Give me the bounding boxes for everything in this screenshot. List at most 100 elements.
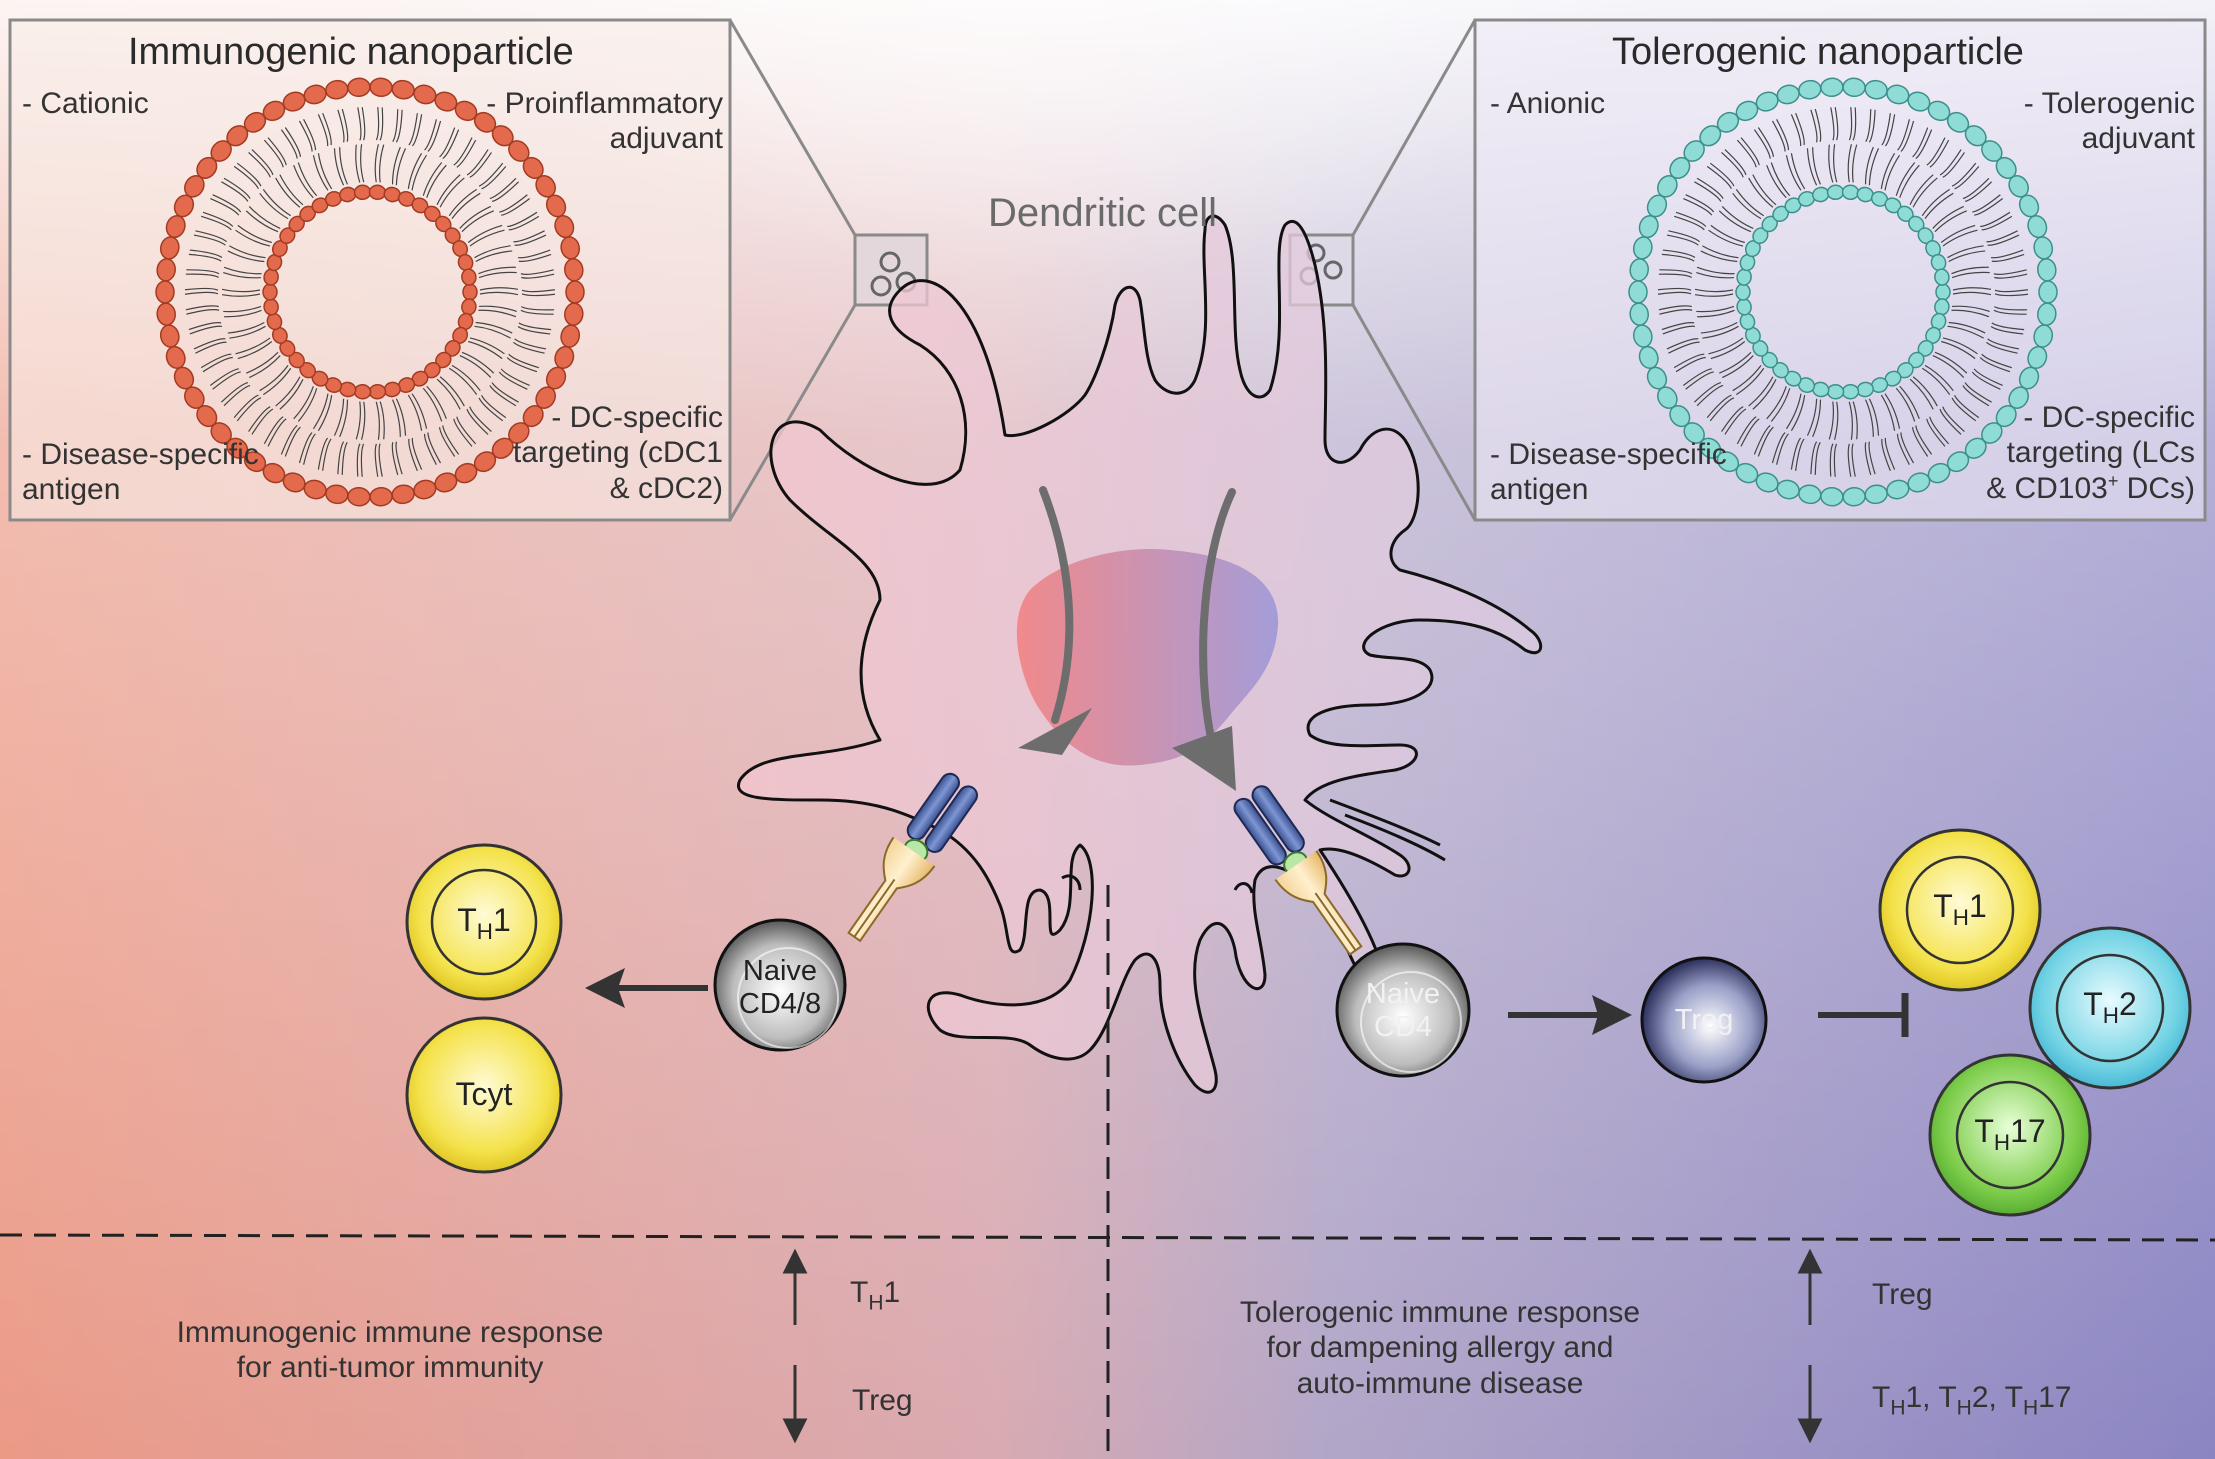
lipid-tail: [411, 393, 428, 429]
lipid-tail: [202, 211, 234, 227]
lipid-tail: [236, 397, 262, 422]
lipid-head: [1935, 283, 1951, 301]
lipid-tail: [1934, 351, 1968, 374]
lipid-tail: [1895, 162, 1916, 196]
immunogenic-outcome: Immunogenic immune response for anti-tum…: [150, 1315, 630, 1386]
lipid-tail: [422, 162, 443, 196]
lipid-tail: [189, 325, 223, 335]
lipid-tail: [1852, 107, 1857, 141]
lipid-tail: [1702, 325, 1739, 339]
lipid-tail: [1951, 309, 1990, 318]
right-down-th17-num: 17: [2038, 1381, 2072, 1414]
lipid-tail: [1851, 443, 1856, 477]
tolerogenic-liposome: [1628, 77, 2058, 507]
tolerogenic-outcome-line1: Tolerogenic immune response: [1239, 1296, 1641, 1329]
lipid-tail: [481, 394, 507, 419]
lipid-tail: [312, 393, 329, 430]
lipid-tail: [395, 109, 403, 143]
lipid-tail: [322, 438, 332, 471]
lipid-tail: [448, 367, 478, 395]
lipid-tail: [279, 174, 304, 206]
lipid-tail: [469, 229, 505, 247]
lipid-tail: [1814, 441, 1821, 475]
lipid-tail: [1912, 177, 1938, 208]
lipid-tail: [360, 443, 365, 477]
lipid-tail: [297, 162, 318, 197]
lipid-tail: [1834, 107, 1839, 141]
lipid-tail: [379, 401, 385, 440]
lipid-tail: [475, 321, 513, 334]
lipid-tail: [1735, 189, 1765, 217]
tolerogenic-title: Tolerogenic nanoparticle: [1612, 31, 2024, 73]
lipid-tail: [1790, 437, 1802, 470]
tcyt-label: Tcyt: [455, 1076, 513, 1112]
lipid-tail: [1694, 293, 1734, 297]
lipid-head: [462, 283, 478, 301]
th1-right-sub: H: [1952, 904, 1969, 930]
lipid-tail: [220, 381, 249, 403]
horizontal-divider: [0, 1233, 2215, 1242]
immunogenic-title: Immunogenic nanoparticle: [128, 31, 574, 73]
differentiation-arrow-right: [1508, 995, 1632, 1035]
lipid-tail: [1708, 229, 1744, 247]
lipid-tail: [407, 394, 423, 431]
lipid-tail: [517, 249, 551, 259]
lipid-tail: [333, 148, 345, 186]
tcyt-cell: [405, 1016, 563, 1174]
lipid-tail: [1900, 120, 1915, 152]
internalization-arrow-left: [1039, 486, 1074, 724]
lipid-tail: [1785, 155, 1802, 191]
lipid-tail: [1896, 433, 1910, 465]
lipid-tail: [422, 387, 443, 422]
lipid-tail: [1657, 287, 1692, 291]
lipid-tail: [1864, 399, 1874, 437]
lipid-tail: [1668, 341, 1700, 354]
tolerogenic-antigen-line1: - Disease-specific: [1490, 438, 1727, 471]
lipid-tail: [1909, 378, 1934, 410]
lipid-tail: [442, 425, 460, 455]
lipid-tail: [475, 250, 513, 263]
lipid-tail: [1753, 129, 1771, 159]
lipid-tail: [1709, 162, 1735, 187]
immunogenic-targeting-line1: - DC-specific: [551, 401, 723, 434]
lipid-tail: [506, 357, 538, 373]
lipid-tail: [227, 250, 265, 263]
tolerogenic-feature-adjuvant: - Tolerogenic adjuvant: [2024, 86, 2195, 157]
immunogenic-feature-cationic: - Cationic: [22, 87, 149, 120]
lipid-tail: [1740, 418, 1760, 447]
arrowhead-left: [1018, 708, 1092, 755]
lipid-tail: [339, 147, 349, 185]
lipid-tail: [1868, 398, 1880, 436]
lipid-tail: [466, 408, 489, 435]
lipid-tail: [360, 144, 365, 183]
lipid-head: [461, 268, 477, 286]
lipid-head: [2038, 280, 2058, 304]
arrowhead-right: [1172, 726, 1236, 791]
lipid-tail: [491, 382, 519, 403]
lipid-tail: [223, 272, 261, 279]
lipid-tail: [374, 144, 379, 183]
tolerogenic-adjuvant-line2: adjuvant: [2081, 122, 2195, 156]
th1-left-sub: H: [476, 918, 493, 944]
lipid-tail: [188, 253, 222, 262]
lipid-tail: [1932, 355, 1965, 378]
th1-right-num: 1: [1968, 888, 1987, 924]
th1-left-num: 1: [492, 902, 511, 938]
lipid-tail: [1980, 211, 2011, 228]
right-down-th17-sub: H: [2022, 1396, 2039, 1420]
lipid-tail: [1921, 367, 1951, 395]
lipid-tail: [1921, 188, 1950, 217]
lipid-tail: [453, 418, 473, 447]
lipid-tail: [518, 253, 552, 262]
lipid-tail: [469, 406, 492, 432]
lipid-tail: [451, 364, 481, 392]
naive-cd48-line1: Naive: [742, 955, 818, 987]
lipid-head: [1841, 383, 1860, 400]
lipid-tail: [1981, 215, 2013, 231]
lipid-tail: [1776, 119, 1790, 151]
lipid-head: [1826, 383, 1845, 400]
tolerogenic-targeting-line1: - DC-specific: [2023, 401, 2195, 434]
lipid-tail: [1911, 427, 1929, 457]
lipid-tail: [1666, 234, 1699, 246]
